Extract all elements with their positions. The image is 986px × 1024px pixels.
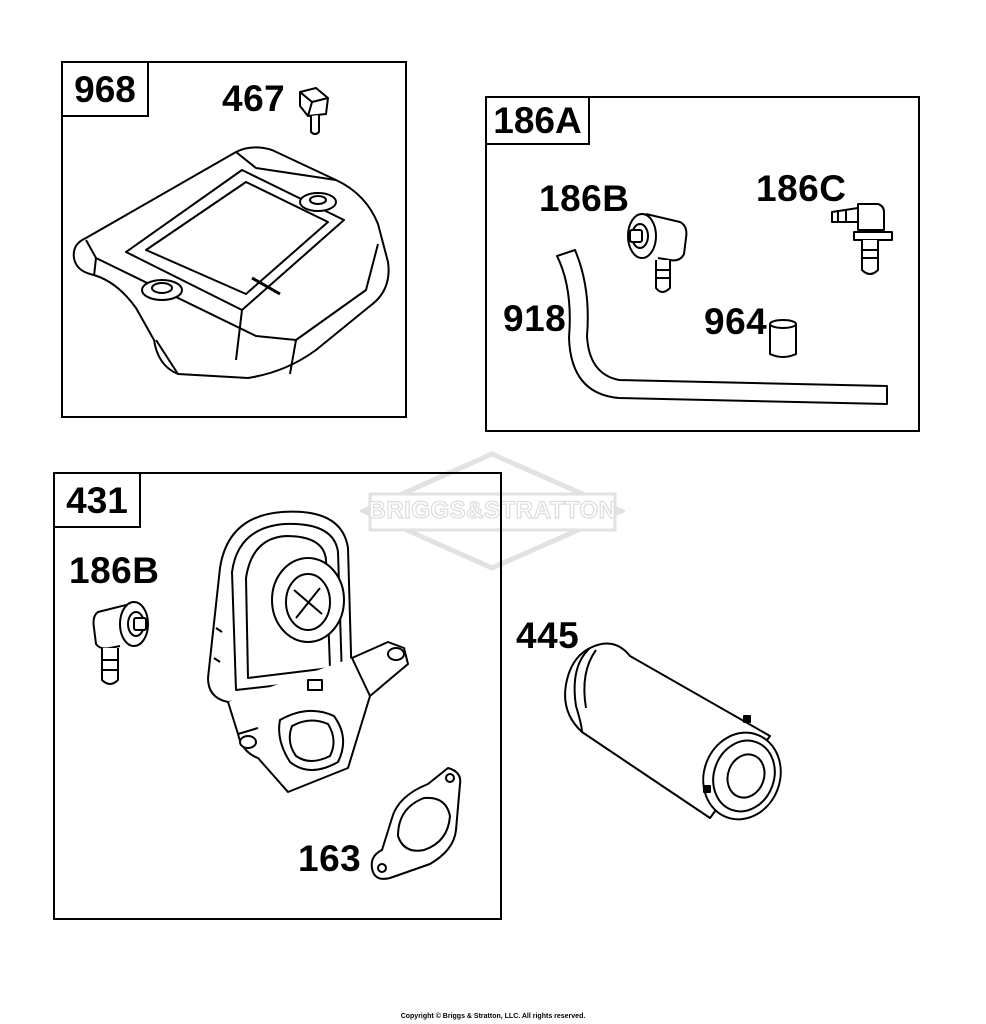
watermark-diamond xyxy=(360,451,625,571)
label-186b-bottom: 186B xyxy=(69,550,160,591)
label-918: 918 xyxy=(503,298,567,339)
copyright-notice: Copyright © Briggs & Stratton, LLC. All … xyxy=(400,1013,586,1020)
panel-tag-186a: 186A xyxy=(487,98,590,145)
elbow-fitting-186b-top-drawing xyxy=(627,213,688,293)
elbow-fitting-186b-bottom-drawing xyxy=(92,601,149,685)
clamp-964-drawing xyxy=(769,319,797,358)
bolt-467-drawing xyxy=(299,87,329,135)
panel-tag-968: 968 xyxy=(63,63,149,117)
air-filter-445-drawing xyxy=(564,642,782,821)
label-186b-top: 186B xyxy=(539,178,630,219)
air-cleaner-base-431-drawing xyxy=(207,510,409,793)
label-467: 467 xyxy=(222,78,286,119)
label-445: 445 xyxy=(516,615,580,656)
label-163: 163 xyxy=(298,838,362,879)
label-186c: 186C xyxy=(756,168,847,209)
cover-968-drawing xyxy=(72,146,390,379)
panel-186a: 186A xyxy=(485,96,920,432)
label-964: 964 xyxy=(704,301,768,342)
gasket-163-drawing xyxy=(370,767,462,880)
panel-tag-431: 431 xyxy=(55,474,141,528)
watermark-text: BRIGGS&STRATTON xyxy=(368,496,617,524)
elbow-fitting-186c-drawing xyxy=(831,203,893,275)
panel-968: 968 xyxy=(61,61,407,418)
fuel-hose-918-drawing xyxy=(556,249,888,405)
panel-431: 431 xyxy=(53,472,502,920)
